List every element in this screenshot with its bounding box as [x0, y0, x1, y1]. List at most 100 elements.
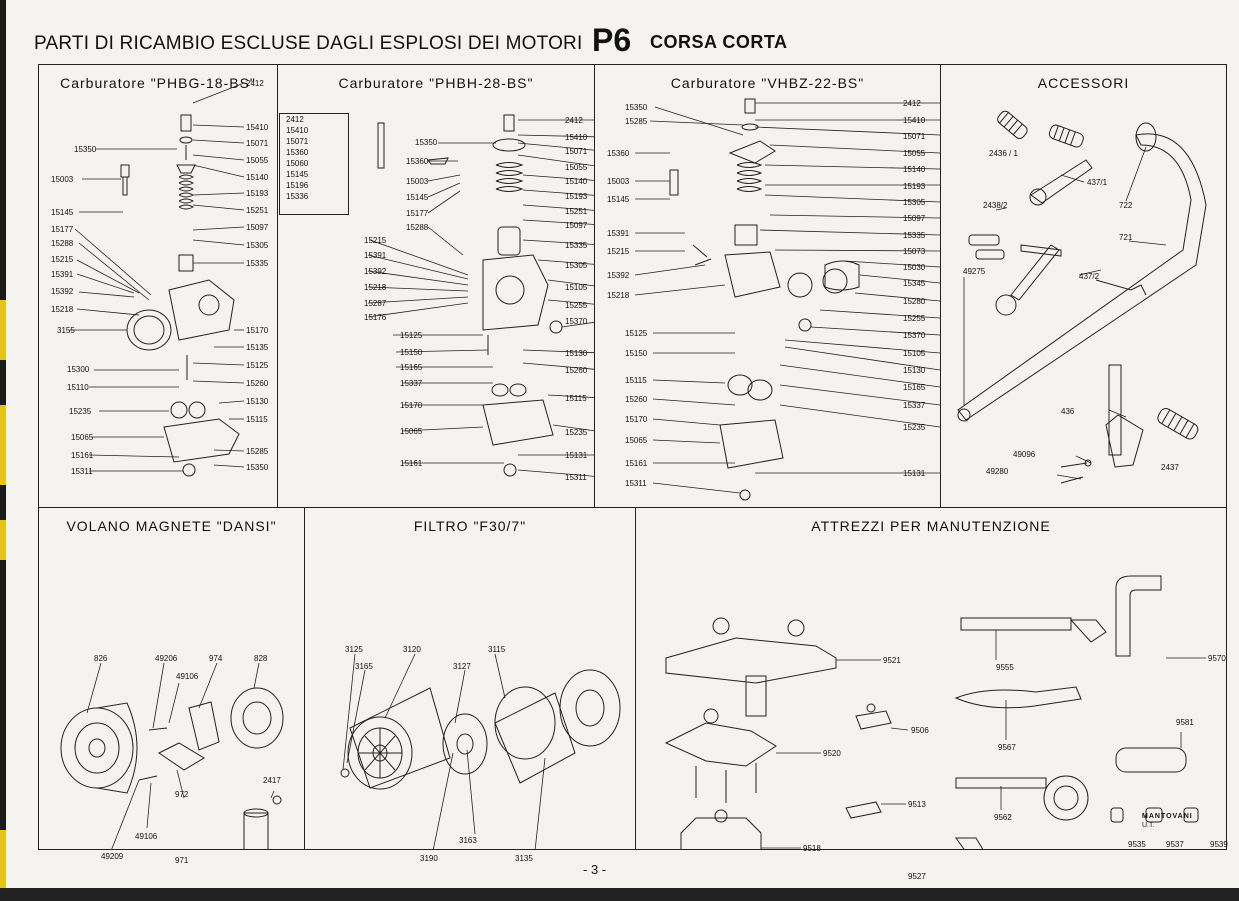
panel-title: Carburatore "VHBZ-22-BS" — [670, 75, 865, 91]
part-number-label: 15391 — [51, 270, 74, 279]
maintenance-tools-drawing — [664, 575, 1206, 849]
part-number-label: 15165 — [400, 363, 423, 372]
part-number-label: 2417 — [263, 776, 281, 785]
part-number-label: 15287 — [364, 299, 387, 308]
part-number-label: 9513 — [908, 800, 926, 809]
part-number-label: 15193 — [246, 189, 269, 198]
part-number-label: 15370 — [565, 317, 588, 326]
part-number-label: 15055 — [246, 156, 269, 165]
part-number-label: 15345 — [903, 279, 926, 288]
part-number-label: 15392 — [364, 267, 387, 276]
part-number-label: 9567 — [998, 743, 1016, 752]
part-number-label: 49106 — [135, 832, 158, 841]
part-number-label: 15410 — [565, 133, 588, 142]
part-number-label: 9537 — [1166, 840, 1184, 849]
part-number-label: 828 — [254, 654, 268, 663]
part-number-label: 974 — [209, 654, 223, 663]
part-number-label: 9555 — [996, 663, 1014, 672]
part-number-label: 15251 — [565, 207, 588, 216]
panel-filtro: FILTRO "F30/7" — [305, 508, 636, 863]
carburetor-vhbz-drawing — [634, 98, 941, 501]
stamp-name: MANTOVANI — [1142, 813, 1193, 820]
legend-item: 15060 — [286, 159, 309, 168]
part-number-label: 9535 — [1128, 840, 1146, 849]
part-number-label: 15311 — [71, 467, 93, 476]
part-number-label: 15370 — [903, 331, 926, 340]
part-number-label: 9570 — [1208, 654, 1226, 663]
part-number-label: 15030 — [903, 263, 926, 272]
part-number-label: 15130 — [246, 397, 269, 406]
page-header: PARTI DI RICAMBIO ESCLUSE DAGLI ESPLOSI … — [34, 22, 1214, 58]
part-number-label: 722 — [1119, 201, 1133, 210]
page-number: - 3 - — [583, 862, 607, 877]
carburetor-phbg-drawing — [69, 82, 245, 477]
part-number-label: 15410 — [903, 116, 926, 125]
air-filter-drawing — [340, 653, 621, 849]
part-number-label: 15335 — [246, 259, 269, 268]
part-number-label: 2412 — [903, 99, 921, 108]
part-number-label: 15140 — [565, 177, 588, 186]
part-number-label: 15065 — [71, 433, 94, 442]
part-number-label: 15335 — [903, 231, 926, 240]
legend-item: 2412 — [286, 115, 304, 124]
part-number-label: 15285 — [625, 117, 648, 126]
part-number-label: 15003 — [406, 177, 429, 186]
flywheel-magneto-drawing — [60, 662, 284, 849]
panel-title: Carburatore "PHBH-28-BS" — [338, 75, 534, 91]
part-number-label: 15105 — [565, 283, 588, 292]
part-number-label: 15193 — [565, 192, 588, 201]
part-number-label: 15055 — [903, 149, 926, 158]
page-title: PARTI DI RICAMBIO ESCLUSE DAGLI ESPLOSI … — [34, 33, 583, 54]
part-number-label: 15065 — [400, 427, 423, 436]
part-number-label: 3155 — [57, 326, 75, 335]
part-number-label: 15055 — [565, 163, 588, 172]
page-edge-bottom — [0, 888, 1239, 901]
part-number-label: 9562 — [994, 813, 1012, 822]
part-number-label: 15161 — [71, 451, 94, 460]
part-number-label: 15150 — [625, 349, 648, 358]
part-number-label: 15235 — [903, 423, 926, 432]
part-number-label: 15105 — [903, 349, 926, 358]
parts-sheet: Carburatore "PHBG-18-BS" — [38, 64, 1228, 897]
part-number-label: 15097 — [565, 221, 588, 230]
part-number-label: 721 — [1119, 233, 1133, 242]
panel-phbg: Carburatore "PHBG-18-BS" — [39, 65, 278, 508]
accessories-drawing — [957, 110, 1207, 484]
part-number-label: 15177 — [406, 209, 429, 218]
part-number-label: 15255 — [565, 301, 588, 310]
panel-title: ATTREZZI PER MANUTENZIONE — [811, 518, 1051, 534]
panel-title: VOLANO MAGNETE "DANSI" — [66, 518, 277, 534]
part-number-label: 15311 — [625, 479, 647, 488]
part-number-label: 15165 — [903, 383, 926, 392]
part-number-label: 9539 — [1210, 840, 1228, 849]
part-number-label: 15161 — [625, 459, 648, 468]
part-number-label: 9506 — [911, 726, 929, 735]
part-number-label: 15145 — [607, 195, 630, 204]
part-number-label: 15161 — [400, 459, 423, 468]
legend-item: 15071 — [286, 137, 309, 146]
part-number-label: 2412 — [246, 79, 264, 88]
panel-phbh: Carburatore "PHBH-28-BS" 2412 15410 1507… — [278, 65, 595, 508]
part-number-label: 15218 — [364, 283, 387, 292]
part-number-label: 2438/2 — [983, 201, 1008, 210]
part-number-label: 2436 / 1 — [989, 149, 1018, 158]
part-number-label: 436 — [1061, 407, 1075, 416]
part-number-label: 49209 — [101, 852, 124, 861]
part-number-label: 9527 — [908, 872, 926, 881]
panel-accessori: ACCESSORI — [941, 65, 1226, 508]
part-number-label: 15391 — [607, 229, 630, 238]
part-number-label: 15135 — [246, 343, 269, 352]
part-number-label: 15003 — [51, 175, 74, 184]
part-number-label: 3127 — [453, 662, 471, 671]
page-subtitle: CORSA CORTA — [650, 32, 788, 52]
part-number-label: 15392 — [51, 287, 74, 296]
part-number-label: 49275 — [963, 267, 986, 276]
part-number-label: 15235 — [69, 407, 92, 416]
part-number-label: 437/1 — [1087, 178, 1108, 187]
part-number-label: 15115 — [625, 376, 647, 385]
part-number-label: 15305 — [565, 261, 588, 270]
legend-item: 15360 — [286, 148, 309, 157]
engine-model: P6 — [592, 22, 632, 58]
part-number-label: 15071 — [903, 132, 926, 141]
part-number-label: 3190 — [420, 854, 438, 863]
